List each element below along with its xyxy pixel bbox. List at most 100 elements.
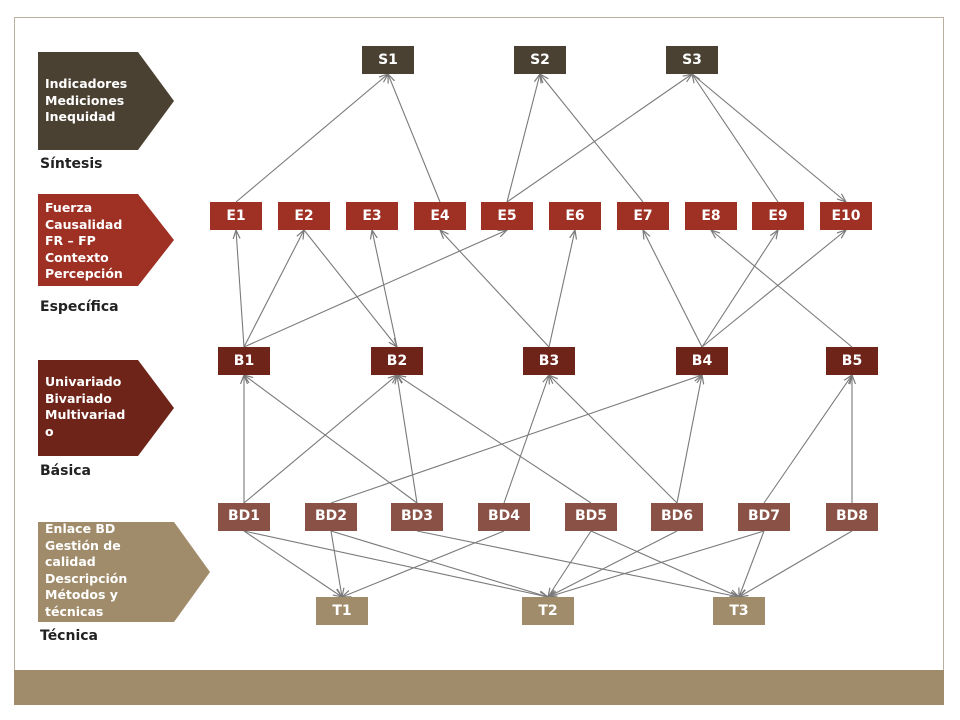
node-label-part: BD [835, 508, 859, 524]
edge-bd5-t3 [590, 530, 739, 597]
edge-bd8-t3 [739, 530, 853, 597]
node-t1: T1 [316, 597, 368, 625]
edge-bd3-b1 [244, 375, 418, 504]
node-b3: B3 [523, 347, 575, 375]
level-tag-line: Enlace BD [45, 522, 116, 536]
node-s2: S2 [514, 46, 566, 74]
edge-bd7-b5 [763, 375, 852, 504]
node-e10: E10 [820, 202, 872, 230]
node-label-part: BD [660, 508, 684, 524]
level-tag-line: calidad [45, 554, 96, 569]
level-tag-line: Contexto [45, 249, 109, 265]
edge-e5-s3 [506, 74, 692, 203]
edge-e2-b2 [303, 229, 397, 347]
edge-b4-e7 [643, 230, 703, 348]
edge-bd5-b2 [397, 375, 592, 504]
node-label-part: 1 [250, 508, 261, 524]
node-label-part: 6 [683, 508, 694, 524]
node-b1: B1 [218, 347, 270, 375]
edge-e9-s3 [692, 74, 779, 203]
node-label-part: BD [227, 508, 251, 524]
level-tag-line: Mediciones [45, 92, 125, 108]
edge-e1-s1 [235, 74, 388, 203]
level-tag-line: Fuerza [45, 200, 93, 215]
edge-bd4-b3 [503, 375, 549, 504]
footer-bar [14, 670, 944, 705]
node-t2: T2 [522, 597, 574, 625]
level-tag-line: Gestión de [45, 537, 121, 553]
edge-e7-s2 [540, 74, 644, 203]
level-tag-line: Percepción [45, 266, 123, 281]
node-s3: S3 [666, 46, 718, 74]
edge-e4-s1 [388, 74, 441, 203]
node-label-part: 7 [770, 508, 781, 524]
node-e9: E9 [752, 202, 804, 230]
edge-b3-e6 [548, 230, 575, 348]
edge-e5-s2 [506, 74, 540, 203]
level-tag-line: Multivariad [45, 407, 126, 422]
level-tag-line: Indicadores [45, 76, 128, 91]
node-b4: B4 [676, 347, 728, 375]
edge-bd4-t1 [342, 530, 505, 597]
node-e6: E6 [549, 202, 601, 230]
edge-bd7-t3 [739, 530, 765, 597]
edge-bd1-b2 [243, 375, 397, 504]
edge-bd1-t1 [243, 530, 342, 597]
edge-bd7-t2 [548, 530, 765, 597]
edge-b3-e4 [440, 230, 550, 348]
node-label-part: BD [574, 508, 598, 524]
edge-bd6-b3 [549, 375, 678, 504]
node-e5: E5 [481, 202, 533, 230]
edge-bd2-t1 [330, 530, 342, 597]
edge-bd6-t2 [548, 530, 678, 597]
level-tag-line: Métodos y [45, 587, 118, 602]
level-name-basica: Básica [40, 463, 91, 479]
edge-b5-e8 [711, 230, 853, 348]
edge-b4-e9 [701, 230, 778, 348]
edge-b1-e1 [236, 230, 245, 348]
edge-b1-e2 [243, 230, 304, 348]
node-e3: E3 [346, 202, 398, 230]
edge-b4-e10 [701, 230, 846, 348]
level-tag-line: Bivariado [45, 390, 112, 406]
node-t3: T3 [713, 597, 765, 625]
node-label-part: 8 [858, 508, 869, 524]
level-name-sintesis: Síntesis [40, 156, 103, 172]
node-b5: B5 [826, 347, 878, 375]
node-e2: E2 [278, 202, 330, 230]
edge-bd1-t2 [243, 530, 548, 597]
edge-b2-e3 [372, 230, 398, 348]
node-e1: E1 [210, 202, 262, 230]
node-e8: E8 [685, 202, 737, 230]
node-label-part: 4 [510, 508, 521, 524]
edge-bd2-t2 [330, 530, 548, 597]
node-label-part: BD [747, 508, 771, 524]
node-e7: E7 [617, 202, 669, 230]
level-tag-line: Descripción [45, 570, 128, 586]
level-tag-line: técnicas [45, 603, 104, 619]
edge-s3-e10 [691, 73, 846, 202]
node-label-part: BD [400, 508, 424, 524]
level-tag-line: Inequidad [45, 109, 116, 124]
node-b2: B2 [371, 347, 423, 375]
level-tag-line: Causalidad [45, 216, 123, 232]
level-tag-line: Univariado [45, 374, 122, 389]
edge-b1-e5 [243, 230, 507, 348]
edge-bd6-b4 [676, 375, 702, 504]
level-tag-line: FR – FP [45, 233, 96, 248]
edge-bd5-t2 [548, 530, 592, 597]
node-label-part: 3 [423, 508, 434, 524]
edge-bd2-b4 [330, 375, 702, 504]
node-e4: E4 [414, 202, 466, 230]
